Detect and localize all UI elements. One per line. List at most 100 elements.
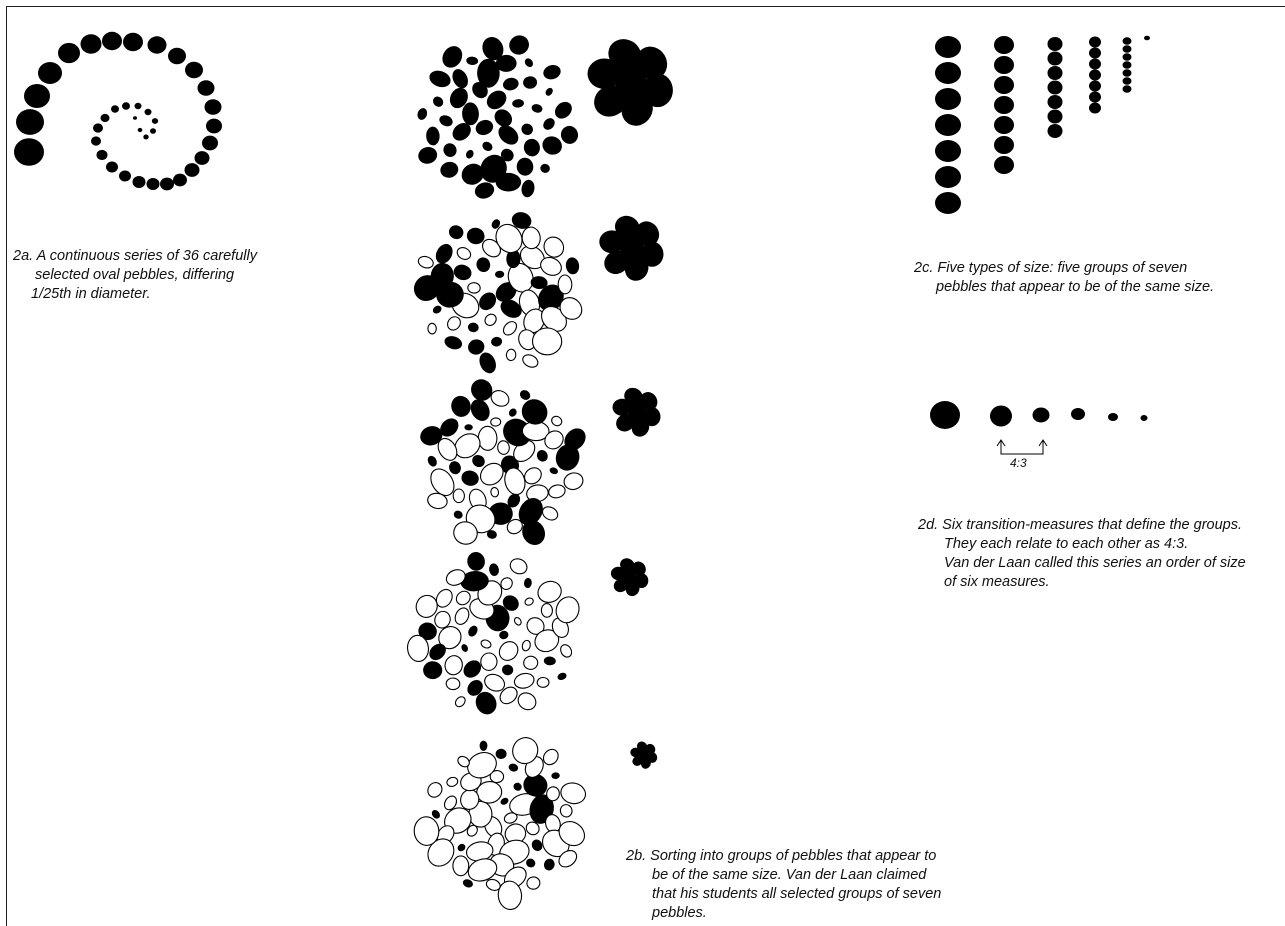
- size-type-pebble: [1089, 91, 1101, 103]
- transition-measure-pebble: [990, 405, 1012, 427]
- spiral-pebble: [91, 136, 101, 146]
- cluster-pebble: [521, 226, 541, 250]
- cluster-pebble: [453, 264, 472, 281]
- cluster-pebble: [516, 157, 534, 176]
- cluster-pebble: [418, 622, 437, 641]
- size-type-pebble: [935, 166, 961, 188]
- cluster-pebble: [564, 428, 586, 451]
- size-type-pebble: [1089, 69, 1101, 81]
- cluster-pebble: [467, 858, 498, 882]
- spiral-pebble: [100, 113, 110, 123]
- spiral-pebble: [206, 118, 222, 134]
- spiral-pebble: [185, 61, 203, 79]
- cluster-pebble: [443, 143, 457, 157]
- cluster-pebble: [479, 462, 504, 486]
- cluster-pebble: [447, 316, 461, 331]
- cluster-pebble: [449, 461, 461, 475]
- group-pebble: [604, 250, 629, 275]
- cluster-pebble: [480, 639, 492, 649]
- cluster-pebble: [463, 660, 482, 678]
- size-type-pebble: [994, 76, 1014, 94]
- cluster-pebble: [449, 87, 468, 109]
- ratio-bracket: [996, 439, 1048, 455]
- cluster-pebble: [503, 812, 518, 824]
- group-pebble: [640, 758, 651, 769]
- size-type-pebble: [1122, 61, 1132, 69]
- spiral-pebble: [134, 102, 142, 110]
- group-pebble: [630, 747, 641, 758]
- cluster-pebble: [464, 424, 473, 431]
- cluster-pebble: [543, 236, 565, 258]
- spiral-pebble: [204, 99, 222, 115]
- size-type-pebble: [935, 88, 961, 110]
- size-type-pebble: [935, 140, 961, 162]
- group-pebble: [614, 215, 640, 240]
- size-type-pebble: [1047, 80, 1063, 95]
- cluster-pebble: [538, 284, 564, 312]
- spiral-pebble: [16, 109, 44, 135]
- spiral-pebble: [24, 84, 50, 108]
- size-type-pebble: [994, 36, 1014, 54]
- cluster-pebble: [466, 149, 474, 159]
- cluster-pebble: [475, 691, 497, 715]
- cluster-pebble: [486, 530, 497, 539]
- cluster-pebble: [563, 472, 584, 491]
- cluster-pebble: [467, 751, 497, 779]
- spiral-pebble: [80, 34, 102, 54]
- cluster-pebble: [555, 596, 580, 624]
- group-pebble: [636, 741, 648, 752]
- cluster-pebble: [466, 824, 478, 837]
- cluster-pebble: [500, 577, 513, 590]
- spiral-pebble: [102, 31, 122, 51]
- cluster-pebble: [479, 352, 496, 374]
- group-pebble: [624, 256, 649, 281]
- cluster-pebble: [430, 468, 455, 497]
- cluster-pebble: [537, 580, 562, 603]
- cluster-pebble: [407, 634, 429, 663]
- cluster-pebble: [559, 297, 583, 320]
- cluster-pebble: [494, 109, 513, 127]
- cluster-pebble: [461, 644, 468, 652]
- group-pebble: [613, 578, 629, 593]
- group-pebble: [624, 387, 643, 406]
- cluster-pebble: [427, 782, 443, 798]
- cluster-pebble: [432, 305, 442, 314]
- size-type-pebble: [1089, 36, 1101, 48]
- spiral-pebble: [137, 127, 143, 133]
- cluster-pebble: [543, 118, 555, 130]
- cluster-pebble: [420, 426, 443, 446]
- group-pebble: [632, 755, 643, 766]
- cluster-pebble: [517, 692, 537, 711]
- cluster-pebble: [506, 249, 521, 269]
- cluster-pebble: [523, 138, 540, 157]
- group-pebble: [639, 392, 658, 411]
- cluster-pebble: [495, 172, 522, 192]
- cluster-pebble: [530, 276, 548, 290]
- cluster-pebble: [557, 274, 573, 295]
- size-type-pebble: [994, 156, 1014, 174]
- cluster-pebble: [521, 123, 533, 136]
- caption-2b-line-2: be of the same size. Van der Laan claime…: [652, 867, 927, 883]
- group-pebble: [647, 752, 658, 763]
- cluster-pebble: [417, 255, 434, 269]
- group-pebble: [612, 398, 632, 416]
- cluster-pebble: [445, 677, 461, 691]
- cluster-pebble: [427, 492, 448, 510]
- group-pebble: [594, 85, 627, 117]
- size-type-pebble: [1122, 53, 1132, 61]
- cluster-pebble: [453, 521, 478, 545]
- cluster-pebble: [454, 696, 466, 708]
- cluster-pebble: [521, 639, 531, 652]
- cluster-pebble: [502, 321, 518, 336]
- cluster-pebble: [509, 558, 528, 575]
- spiral-pebble: [122, 102, 130, 110]
- cluster-pebble: [470, 399, 490, 421]
- transition-measure-pebble: [1032, 407, 1050, 423]
- group-pebble: [635, 46, 668, 80]
- cluster-pebble: [495, 748, 507, 760]
- cluster-pebble: [531, 104, 543, 113]
- size-type-pebble: [1089, 102, 1101, 114]
- caption-2d-line-1: 2d. Six transition-measures that define …: [918, 517, 1243, 533]
- caption-2d-line-4: of six measures.: [944, 574, 1050, 590]
- spiral-pebble: [184, 163, 200, 177]
